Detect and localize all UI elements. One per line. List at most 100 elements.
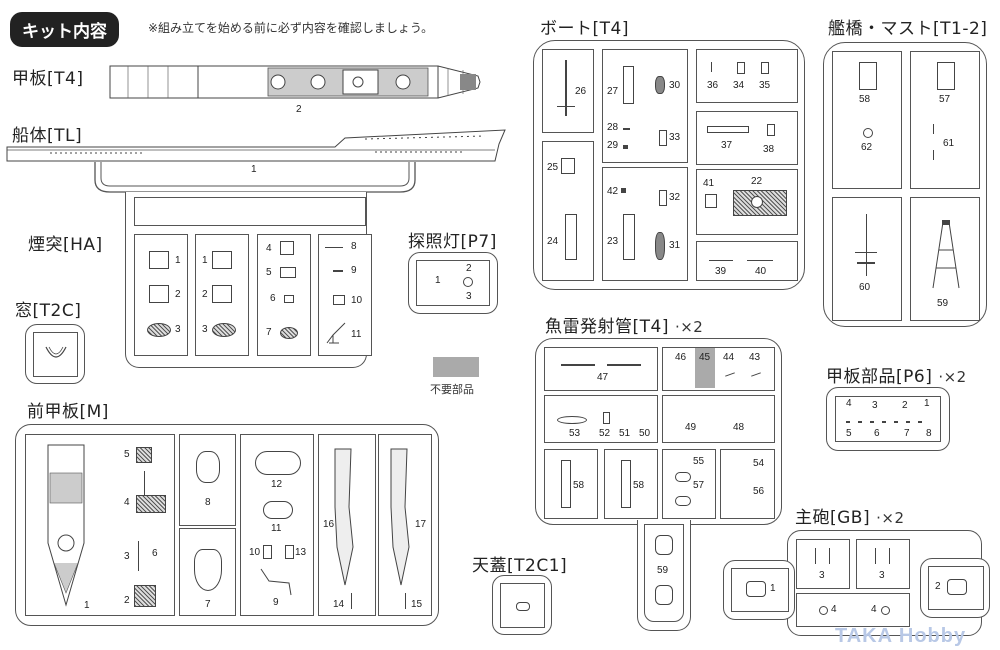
- window-sprue-frame: [25, 324, 85, 384]
- part-number: 38: [763, 144, 775, 155]
- part-number: 35: [759, 80, 771, 91]
- torpedo-multiplier: ·×2: [674, 318, 704, 336]
- part-number: 1: [770, 583, 776, 594]
- part-number: 62: [861, 142, 873, 153]
- boat-sprue-frame: 26 25 24 27 30 28 29 33 42 32 23 31 36 3…: [533, 40, 805, 290]
- part-number: 26: [575, 86, 587, 97]
- unneeded-parts-swatch: [433, 357, 479, 377]
- check-contents-note: ※組み立てを始める前に必ず内容を確認しましょう。: [148, 21, 434, 35]
- funnel-cell-4: 8 9 10 11: [318, 234, 372, 356]
- main-gun-sprue-frame-center: 3 3 4 4: [787, 530, 982, 636]
- part-number: 4: [266, 243, 272, 254]
- part-number: 47: [597, 372, 609, 383]
- part-number: 6: [270, 293, 276, 304]
- part-number: 2: [466, 263, 472, 274]
- fore-deck-title: 前甲板[M]: [27, 402, 109, 422]
- part-number: 4: [124, 497, 130, 508]
- part-number: 7: [904, 428, 910, 439]
- part-number: 34: [733, 80, 745, 91]
- part-number: 8: [351, 241, 357, 252]
- part-number: 22: [751, 176, 763, 187]
- part-number: 2: [935, 581, 941, 592]
- part-number: 48: [733, 422, 745, 433]
- part-number: 3: [466, 291, 472, 302]
- deck-parts-sprue-frame: 4 3 2 1 5 6 7 8: [826, 387, 950, 451]
- part-number: 16: [323, 519, 335, 530]
- part-number: 60: [859, 282, 871, 293]
- part-number: 43: [749, 352, 761, 363]
- main-gun-title: 主砲[GB]·×2: [795, 508, 905, 528]
- part-number: 50: [639, 428, 651, 439]
- bridge-mast-sprue-frame: 58 62 57 61 60 59: [823, 42, 987, 327]
- deck-title: 甲板[T4]: [12, 69, 84, 89]
- main-gun-sprue-frame-left: 1: [723, 560, 795, 620]
- part-number: 2: [202, 289, 208, 300]
- part-number: 7: [266, 327, 272, 338]
- part-number: 45: [699, 352, 711, 363]
- part-number: 12: [271, 479, 283, 490]
- part-number: 54: [753, 458, 765, 469]
- canopy-sprue-frame: [492, 575, 552, 635]
- part-number: 52: [599, 428, 611, 439]
- part-number: 36: [707, 80, 719, 91]
- part-number: 56: [753, 486, 765, 497]
- part-number: 53: [569, 428, 581, 439]
- part-number: 14: [333, 599, 345, 610]
- part-number: 2: [124, 595, 130, 606]
- part-number: 9: [351, 265, 357, 276]
- hull-title: 船体[TL]: [12, 126, 83, 146]
- deck-part-drawing: [109, 65, 481, 99]
- part-number: 58: [859, 94, 871, 105]
- funnel-cell-2: 1 2 3: [195, 234, 249, 356]
- part-number: 33: [669, 132, 681, 143]
- canopy-title: 天蓋[T2C1]: [472, 556, 568, 576]
- part-number: 4: [871, 604, 877, 615]
- part-number: 1: [435, 275, 441, 286]
- part-number: 3: [819, 570, 825, 581]
- part-number: 3: [124, 551, 130, 562]
- unneeded-part-highlight: [695, 348, 715, 388]
- part-number: 11: [351, 329, 362, 340]
- torpedo-title: 魚雷発射管[T4]·×2: [545, 317, 704, 337]
- part-number: 3: [879, 570, 885, 581]
- part-number: 58: [633, 480, 645, 491]
- part-number: 57: [693, 480, 705, 491]
- part-number: 49: [685, 422, 697, 433]
- part-number: 9: [273, 597, 279, 608]
- funnel-blank-cell: [134, 197, 366, 226]
- part-number: 1: [202, 255, 208, 266]
- part-number: 5: [124, 449, 130, 460]
- torpedo-sprue-frame: 47 46 45 44 43 53 52 51 50 49 48 58 58 5…: [535, 338, 782, 525]
- part-number: 51: [619, 428, 631, 439]
- part-number: 25: [547, 162, 559, 173]
- part-number: 2: [902, 400, 908, 411]
- part-number: 13: [295, 547, 307, 558]
- part-number: 1: [84, 600, 90, 611]
- part-number: 27: [607, 86, 619, 97]
- searchlight-sprue-frame: 1 2 3: [408, 252, 498, 314]
- part-number: 3: [872, 400, 878, 411]
- torpedo-sprue-stem: 59: [637, 520, 691, 631]
- part-number: 30: [669, 80, 681, 91]
- kit-contents-badge: キット内容: [10, 12, 119, 47]
- part-number: 1: [924, 398, 930, 409]
- part-number: 57: [939, 94, 951, 105]
- deck-parts-multiplier: ·×2: [938, 368, 967, 386]
- part-number: 46: [675, 352, 687, 363]
- part-number: 58: [573, 480, 585, 491]
- part-number: 41: [703, 178, 715, 189]
- part-number: 39: [715, 266, 727, 277]
- part-number: 42: [607, 186, 619, 197]
- part-number: 37: [721, 140, 733, 151]
- part-number: 6: [152, 548, 158, 559]
- part-number: 31: [669, 240, 681, 251]
- part-number: 24: [547, 236, 559, 247]
- part-number: 5: [266, 267, 272, 278]
- searchlight-title: 探照灯[P7]: [408, 232, 497, 252]
- part-number: 61: [943, 138, 955, 149]
- deck-parts-title: 甲板部品[P6]·×2: [826, 367, 967, 387]
- fore-deck-sprue-frame: 1 5 4 3 6 2 8 7 12 11 10 13 9 16 14: [15, 424, 439, 626]
- watermark: TAKA Hobby: [835, 625, 967, 647]
- hull-part-number: 1: [251, 164, 257, 175]
- part-number: 6: [874, 428, 880, 439]
